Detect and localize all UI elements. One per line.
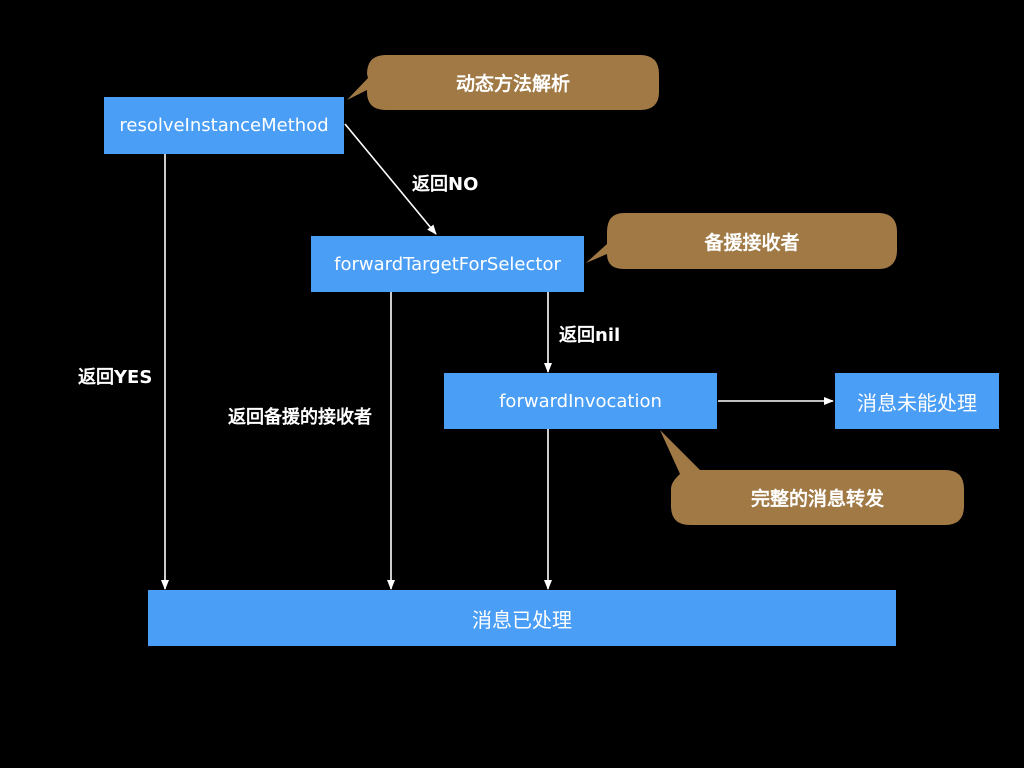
node-resolve-instance-method: resolveInstanceMethod [104,97,344,154]
node-resolve-instance-method-label: resolveInstanceMethod [119,115,329,136]
callout-dynamic-resolution-shape [347,55,659,110]
node-forward-target-for-selector-label: forwardTargetForSelector [334,253,561,275]
arrow-resolve-to-forward-target [344,123,437,235]
edge-label-return-yes: 返回YES [78,367,153,388]
edge-label-return-nil: 返回nil [559,325,621,346]
callout-dynamic-resolution: 动态方法解析 [367,55,659,110]
callout-full-forwarding-label: 完整的消息转发 [750,488,884,510]
callout-dynamic-resolution-label: 动态方法解析 [455,73,570,95]
node-message-unhandled: 消息未能处理 [835,373,999,429]
edge-label-return-backup-receiver: 返回备援的接收者 [228,407,372,428]
callout-backup-receiver-label: 备援接收者 [704,231,800,254]
callout-full-forwarding: 完整的消息转发 [671,470,964,525]
node-message-handled-label: 消息已处理 [472,607,572,632]
node-forward-invocation: forwardInvocation [444,373,717,429]
callout-backup-receiver: 备援接收者 [607,213,897,269]
callout-full-forwarding-shape [660,430,964,525]
callout-backup-receiver-shape [586,213,897,269]
edge-label-return-no: 返回NO [412,174,479,195]
node-message-unhandled-label: 消息未能处理 [857,390,977,415]
node-message-handled: 消息已处理 [148,590,896,646]
node-forward-target-for-selector: forwardTargetForSelector [311,236,584,292]
node-forward-invocation-label: forwardInvocation [499,390,662,412]
